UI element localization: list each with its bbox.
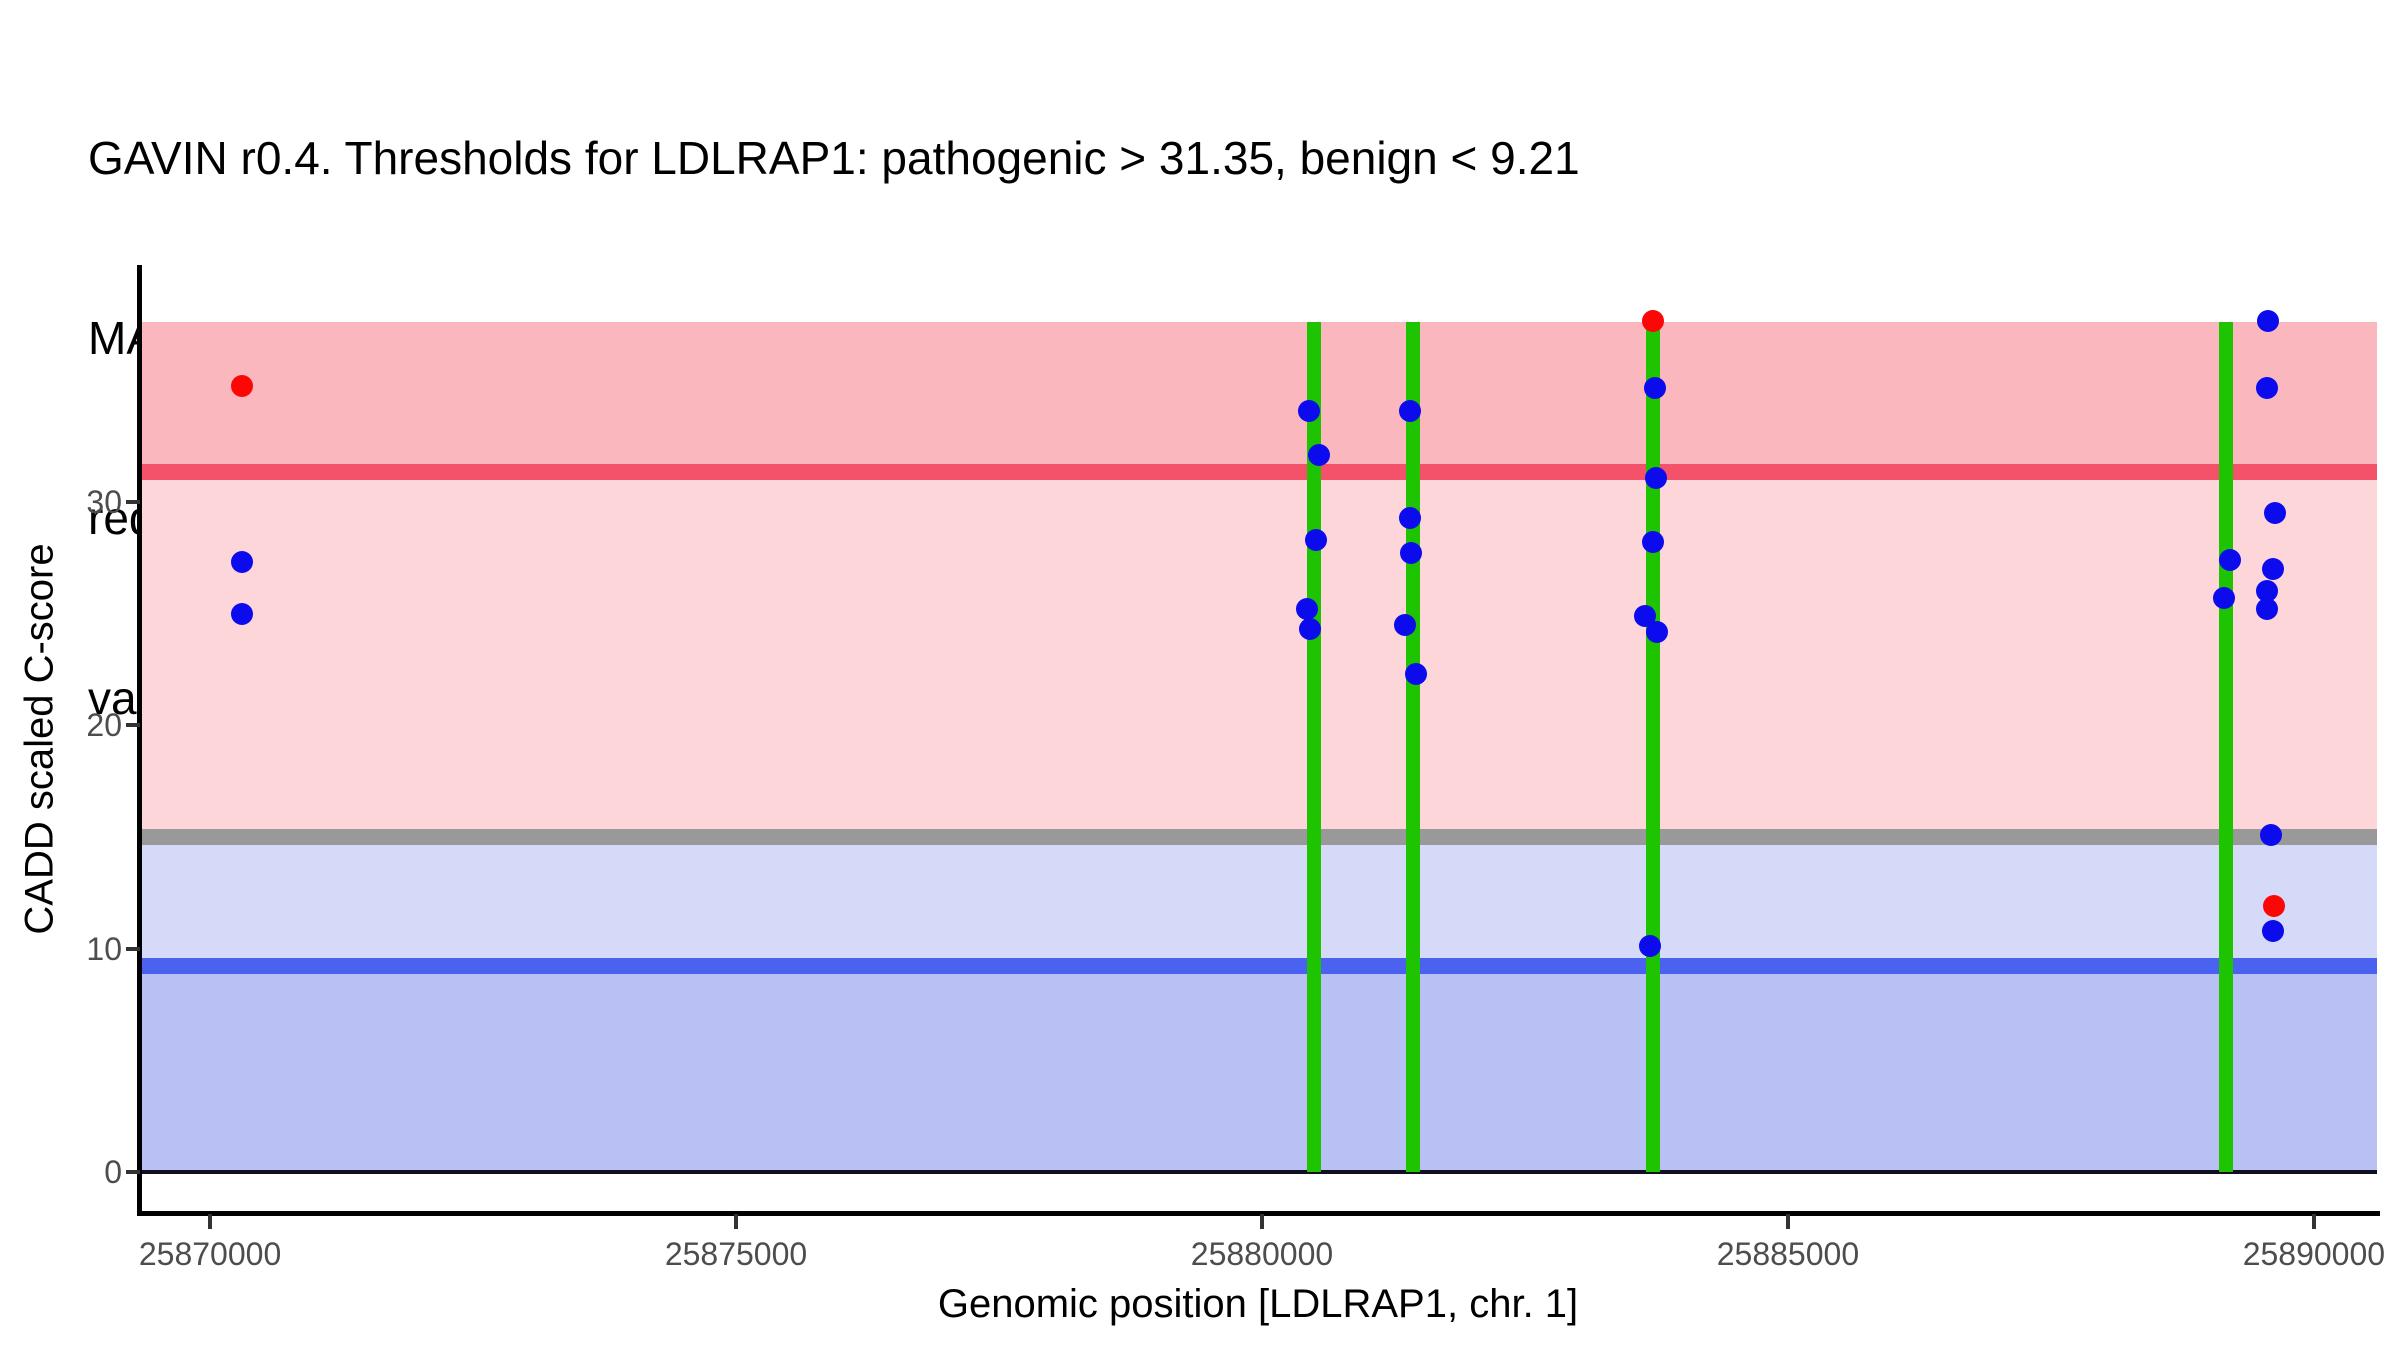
pathogenic-zone-upper [140,322,2377,472]
x-axis-tick-label: 25885000 [1716,1236,1860,1272]
x-axis-tick [208,1214,213,1229]
plot-panel [140,265,2377,1213]
variant-point [2256,310,2279,333]
variant-point [2261,919,2284,942]
variant-point [2261,558,2284,581]
variant-point [1643,377,1666,400]
x-axis-line [137,1211,2380,1216]
variant-point [1297,399,1320,422]
variant-point [2263,502,2286,525]
variant-point [2255,598,2278,621]
plot-title-line-1: GAVIN r0.4. Thresholds for LDLRAP1: path… [88,132,1580,184]
variant-point [1645,466,1668,489]
exon-line [1405,322,1420,1172]
x-axis-title: Genomic position [LDLRAP1, chr. 1] [937,1282,1579,1326]
variant-point [1641,310,1664,333]
x-axis-tick-label: 25870000 [138,1236,282,1272]
variant-point [1398,399,1421,422]
variant-point [1398,506,1421,529]
x-axis-tick-label: 25890000 [2242,1236,2386,1272]
variant-point [1295,598,1318,621]
variant-point [1400,542,1423,565]
pathogenic-threshold-line [140,463,2377,480]
variant-point [2262,895,2285,918]
variant-point [1304,529,1327,552]
variant-point [1298,618,1321,641]
variant-point [1645,620,1668,643]
variant-point [2212,587,2235,610]
variant-point [1638,935,1661,958]
y-axis-tick-label: 30 [86,484,122,521]
y-axis-line [137,265,142,1216]
x-axis-tick-label: 25880000 [1190,1236,1334,1272]
fallback-threshold-line [140,829,2377,845]
y-axis-tick [126,723,140,728]
variant-point [1404,663,1427,686]
benign-zone-lower [140,966,2377,1172]
x-axis-tick [2311,1214,2316,1229]
x-axis-tick [1259,1214,1264,1229]
variant-point [2255,580,2278,603]
variant-point [2259,823,2282,846]
variant-point [2255,377,2278,400]
pathogenic-zone-lower [140,471,2377,837]
variant-point [231,602,254,625]
benign-threshold-line [140,958,2377,975]
benign-zone-upper [140,837,2377,967]
y-axis-tick [126,1169,140,1174]
x-axis-tick [734,1214,738,1229]
variant-point [1633,604,1656,627]
y-axis-tick-label: 0 [104,1153,122,1190]
y-axis-tick [126,500,140,505]
variant-point [1307,444,1330,467]
y-axis-tick-label: 20 [86,707,122,744]
x-axis-tick-label: 25875000 [664,1236,808,1272]
zero-line [140,1169,2377,1174]
variant-point [231,551,254,574]
y-axis-tick [126,946,140,951]
variant-point [1641,531,1664,554]
variant-point [231,375,254,397]
exon-line [1645,322,1660,1172]
exon-line [2218,322,2233,1172]
x-axis-tick [1785,1214,1790,1229]
variant-point [1394,613,1417,636]
y-axis-tick-label: 10 [86,930,122,967]
variant-point [2218,549,2241,572]
